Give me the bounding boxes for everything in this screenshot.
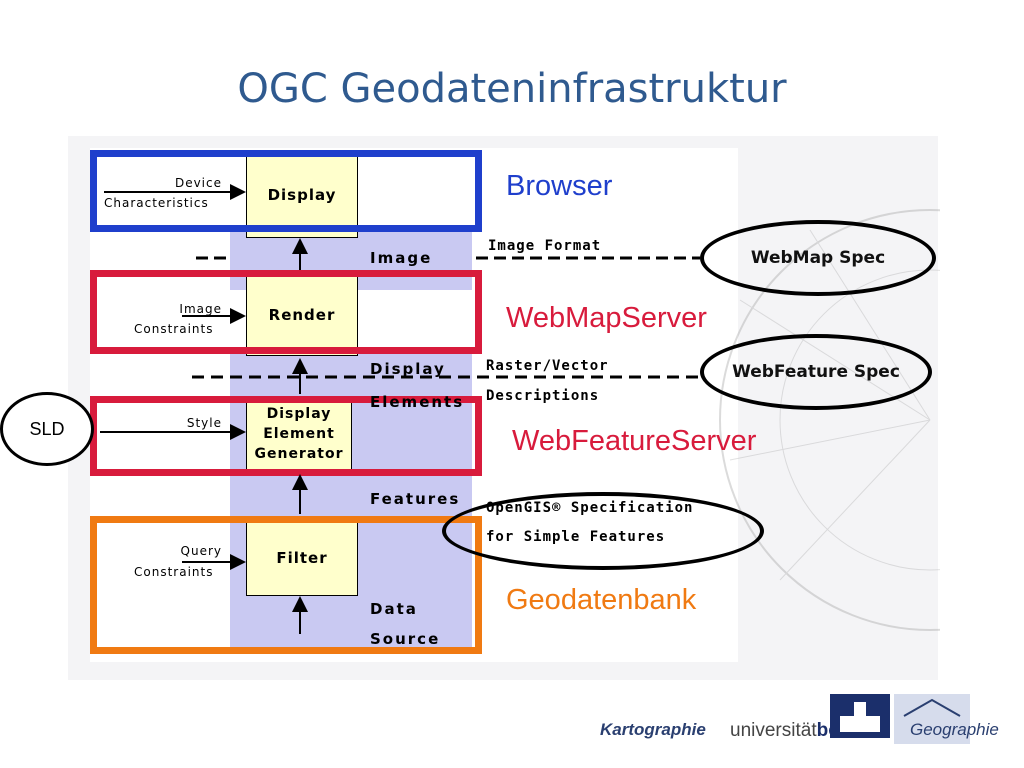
- webfeatureserver-frame: [90, 396, 482, 476]
- webmap-spec-ellipse: WebMap Spec: [700, 220, 936, 296]
- flow-label-data: Data: [370, 600, 418, 618]
- slide-title: OGC Geodateninfrastruktur: [237, 66, 787, 112]
- spec-descriptions: Descriptions: [486, 388, 600, 404]
- flow-label-source: Source: [370, 630, 441, 648]
- query-label: Query: [180, 544, 222, 558]
- query-constraints-label: Constraints: [134, 565, 214, 579]
- layer-browser: Browser: [506, 170, 613, 202]
- spec-raster-vector: Raster/Vector: [486, 358, 609, 374]
- kartographie-logo: Kartographie: [600, 720, 706, 739]
- flow-label-elements: Elements: [370, 393, 465, 407]
- bonn-building-icon: [830, 694, 890, 738]
- flow-label-image: Image: [370, 249, 433, 267]
- layer-webfeatureserver: WebFeatureServer: [512, 425, 757, 457]
- flow-label-features: Features: [370, 490, 461, 508]
- display-box: Display: [246, 152, 358, 238]
- generator-label: Display Element Generator: [254, 406, 344, 462]
- style-label: Style: [186, 416, 222, 430]
- device-label: Device: [174, 176, 222, 190]
- characteristics-label: Characteristics: [104, 196, 209, 210]
- sld-ellipse: SLD: [0, 392, 94, 466]
- layer-geodatenbank: Geodatenbank: [506, 584, 697, 616]
- image-constraints-label: Constraints: [134, 322, 214, 336]
- protractor-watermark: [719, 209, 940, 631]
- geodatenbank-frame: [90, 516, 482, 654]
- webmapserver-frame: [90, 270, 482, 354]
- footer-logos: Kartographie universitätbonn Geographie: [600, 690, 1024, 760]
- geographie-logo: Geographie: [910, 720, 999, 739]
- browser-frame: [90, 150, 482, 232]
- filter-box: Filter: [246, 520, 358, 596]
- layer-webmapserver: WebMapServer: [506, 302, 707, 334]
- spec-image-format: Image Format: [488, 238, 602, 254]
- geographie-logo-icon: [894, 694, 970, 744]
- opengis-spec-ellipse: [442, 492, 764, 570]
- flow-label-display: Display: [370, 360, 446, 378]
- image-constraint-label: Image: [179, 302, 222, 316]
- display-element-generator-box: Display Element Generator: [246, 398, 352, 470]
- webfeature-spec-ellipse: WebFeature Spec: [700, 334, 932, 410]
